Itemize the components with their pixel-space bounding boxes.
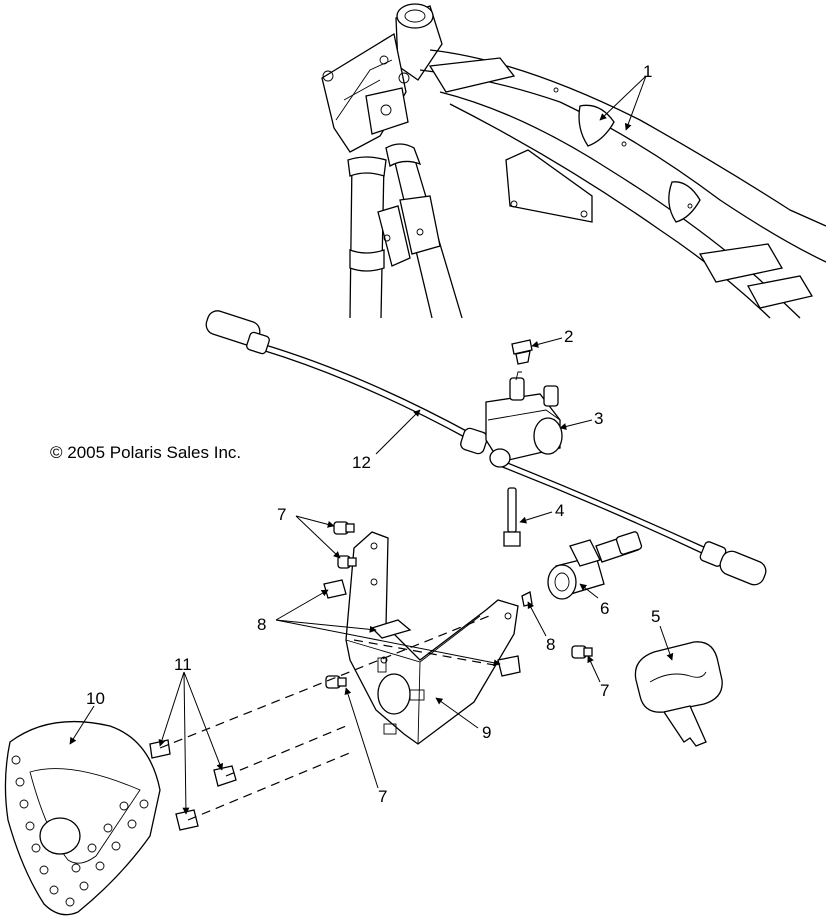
callout-9: 9 [482,723,491,742]
callout-7-key: 7 [600,681,609,700]
clips-part [149,739,237,831]
ignition-switch-part [485,371,563,468]
callout-labels: 1 2 3 4 5 6 7 7 7 7 8 8 9 10 11 12 [86,62,660,806]
key-part [634,641,723,747]
callout-4: 4 [555,501,564,520]
callout-5: 5 [651,607,660,626]
cover-holes [11,755,149,907]
assembly-lines [159,613,501,821]
callout-8-right: 8 [546,635,555,654]
leader-lines [69,75,674,815]
callout-3: 3 [594,409,603,428]
cable-part [205,310,767,586]
bracket-part [345,531,519,745]
lock-cylinder-part [547,531,643,600]
callout-7-upper: 7 [277,505,286,524]
callout-7-lower: 7 [378,787,387,806]
callout-10: 10 [86,689,105,708]
callout-12: 12 [352,453,371,472]
callout-6: 6 [600,599,609,618]
bolt-part [511,339,533,365]
callout-1: 1 [643,62,652,81]
callout-8-left: 8 [257,615,266,634]
pin-part [503,487,521,547]
cover-panel-part [4,720,161,916]
copyright-notice: © 2005 Polaris Sales Inc. [50,443,241,462]
frame-part [321,3,826,319]
callout-11: 11 [174,655,192,674]
callout-2: 2 [564,327,573,346]
